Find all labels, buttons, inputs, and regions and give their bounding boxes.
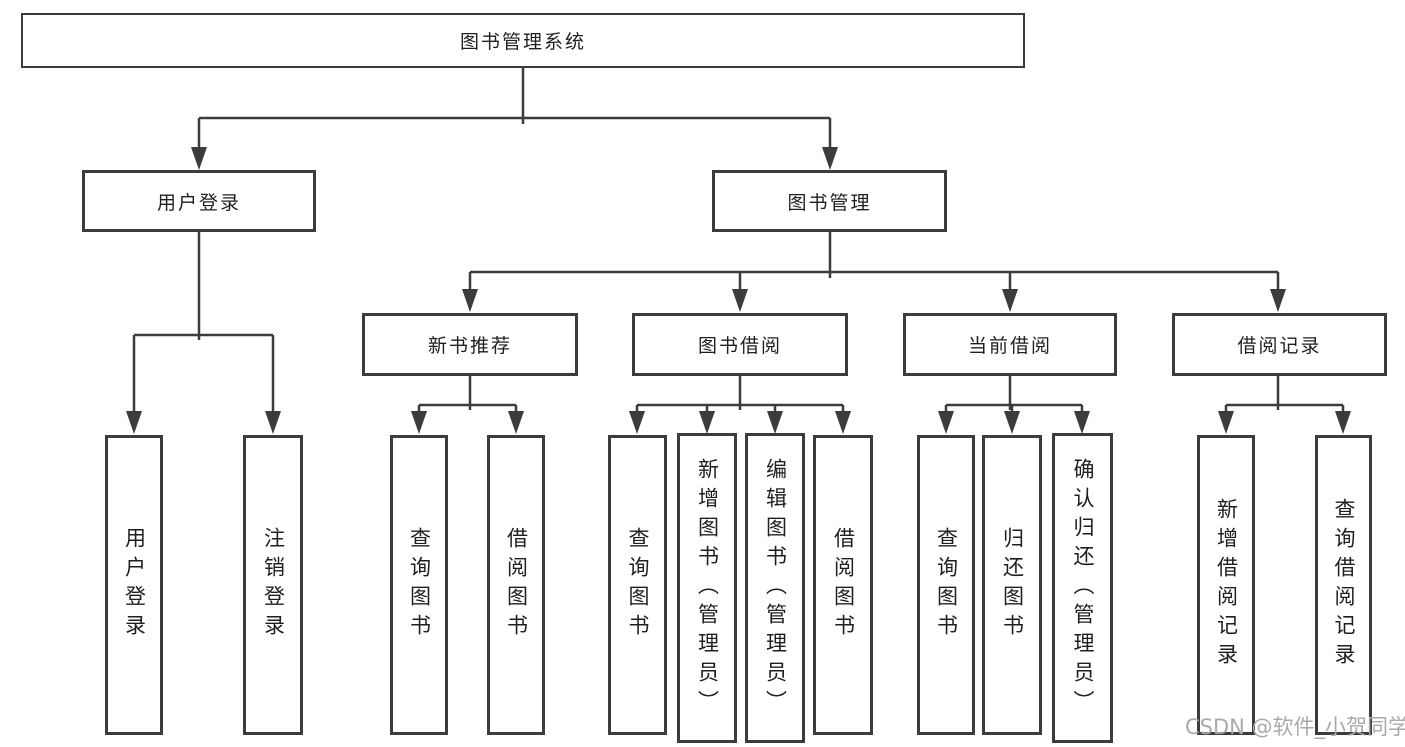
leaf-return-books: 归还图书	[982, 435, 1042, 735]
leaf-label: 确认归还（管理员）	[1071, 457, 1095, 719]
leaf-label: 新增图书（管理员）	[695, 457, 720, 719]
leaf-label: 新增借阅记录	[1214, 498, 1239, 672]
leaf-query-books-current: 查询图书	[917, 435, 975, 735]
leaf-logout: 注销登录	[243, 435, 303, 735]
leaf-add-borrow-record: 新增借阅记录	[1197, 435, 1255, 735]
leaf-add-books-admin: 新增图书（管理员）	[677, 433, 737, 743]
leaf-label: 用户登录	[122, 527, 147, 643]
leaf-query-books-newbooks: 查询图书	[390, 435, 448, 735]
leaf-confirm-return-admin: 确认归还（管理员）	[1052, 433, 1113, 743]
leaf-query-borrow-record: 查询借阅记录	[1315, 435, 1372, 735]
node-book-management-branch: 图书管理	[712, 170, 947, 232]
leaf-user-login: 用户登录	[105, 435, 163, 735]
leaf-label: 查询图书	[626, 527, 650, 643]
leaf-label: 查询图书	[407, 527, 432, 643]
node-book-borrowing: 图书借阅	[632, 313, 848, 376]
node-borrowing-records: 借阅记录	[1172, 313, 1387, 376]
leaf-label: 归还图书	[1000, 527, 1025, 643]
leaf-label: 借阅图书	[504, 527, 529, 643]
node-root-system: 图书管理系统	[21, 13, 1025, 68]
node-current-borrowing: 当前借阅	[903, 313, 1117, 376]
watermark: CSDN @软件_小贺同学	[1185, 715, 1405, 739]
node-user-login-branch: 用户登录	[82, 170, 316, 232]
leaf-label: 查询借阅记录	[1332, 498, 1356, 672]
leaf-edit-books-admin: 编辑图书（管理员）	[745, 433, 805, 743]
leaf-borrow-books: 借阅图书	[813, 435, 873, 735]
node-new-book-recommend: 新书推荐	[362, 313, 578, 376]
leaf-query-books-borrowing: 查询图书	[608, 435, 667, 735]
leaf-label: 编辑图书（管理员）	[763, 457, 788, 719]
leaf-label: 借阅图书	[831, 527, 856, 643]
leaf-label: 注销登录	[261, 527, 286, 643]
leaf-label: 查询图书	[934, 527, 959, 643]
leaf-borrow-books-newbooks: 借阅图书	[487, 435, 545, 735]
